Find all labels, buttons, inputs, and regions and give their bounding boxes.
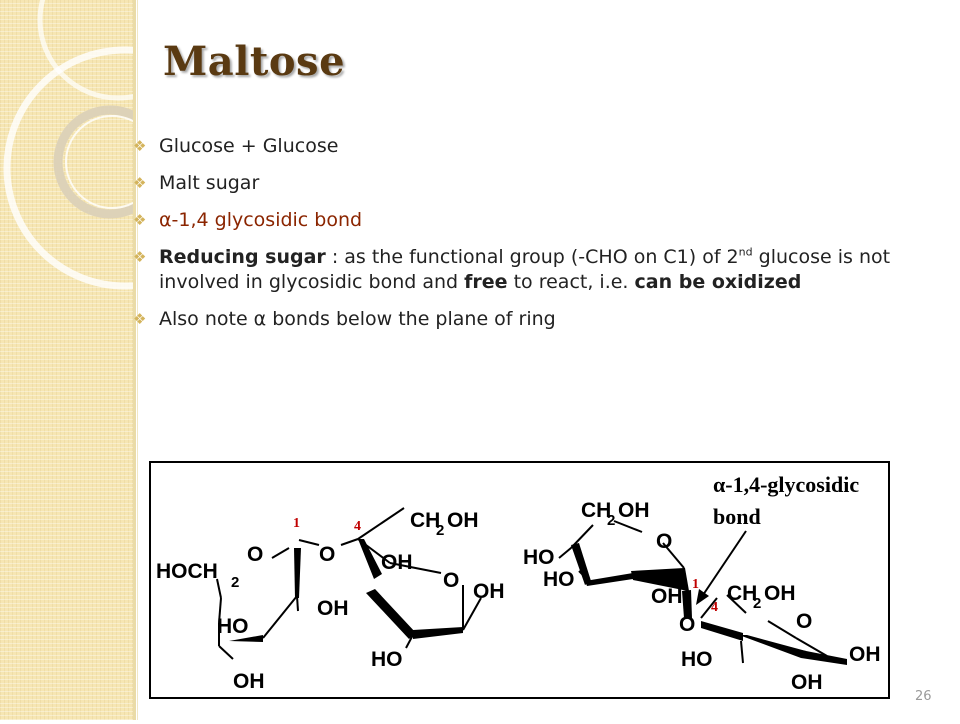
svg-text:OH: OH (618, 499, 650, 522)
svg-text:2: 2 (607, 512, 615, 529)
glycosidic-label-line2: bond (713, 504, 761, 529)
svg-text:2: 2 (231, 574, 239, 591)
bullet-item: ❖α-1,4 glycosidic bond (133, 209, 363, 231)
svg-text:OH: OH (764, 582, 796, 605)
right-carbon-4-label: 4 (711, 600, 718, 615)
maltose-structure-diagram: α-1,4-glycosidic bond (156, 472, 881, 694)
right-ho-label-c: HO (681, 648, 713, 671)
bullet-item-reducing-sugar: ❖Reducing sugar : as the functional grou… (133, 245, 891, 293)
pointer-arrowhead (696, 589, 709, 605)
sidebar-border-light (137, 0, 138, 720)
bullet-list: ❖Glucose + Glucose ❖Malt sugar ❖α-1,4 gl… (133, 134, 933, 344)
left-ring-oxygen-2: O (443, 569, 459, 592)
left-oh-label-a: OH (233, 670, 265, 693)
left-carbon-1-label: 1 (293, 516, 300, 531)
right-oh-label-b: OH (791, 671, 823, 694)
right-bridge-oxygen: O (679, 613, 695, 636)
left-ring-wedges (229, 539, 463, 642)
diamond-bullet-icon: ❖ (133, 137, 147, 155)
right-ring-wedges (571, 543, 847, 665)
page-number: 26 (915, 689, 932, 704)
sidebar-border (133, 0, 136, 720)
left-ch2oh-label: CH (410, 509, 440, 532)
right-oh-label-a: OH (651, 585, 683, 608)
diamond-bullet-icon: ❖ (133, 174, 147, 192)
left-oh-label-d: OH (473, 580, 505, 603)
slide-title: Maltose (163, 38, 346, 85)
right-ho-label-a: HO (523, 546, 555, 569)
right-ring-oxygen-2: O (796, 610, 812, 633)
left-ho-label-a: HO (217, 615, 249, 638)
decorative-sidebar (0, 0, 247, 720)
bullet-item: ❖Also note α bonds below the plane of ri… (133, 308, 556, 330)
left-carbon-4-label: 4 (354, 519, 361, 534)
right-ring-oxygen-1: O (656, 530, 672, 553)
left-bridge-oxygen: O (319, 543, 335, 566)
left-ring-oxygen-1: O (247, 543, 263, 566)
left-ring-bonds (216, 507, 482, 660)
bullet-item: ❖Glucose + Glucose (133, 135, 339, 157)
right-carbon-1-label: 1 (692, 577, 699, 592)
pointer-arrow-line (702, 530, 747, 596)
svg-text:OH: OH (447, 509, 479, 532)
left-oh-label-b: OH (317, 597, 349, 620)
left-ho-label-b: HO (371, 648, 403, 671)
right-ho-label-b: HO (543, 568, 575, 591)
right-ring-bonds (558, 520, 828, 664)
right-oh-label-c: OH (849, 643, 881, 666)
decorative-circles (3, 0, 247, 290)
diamond-bullet-icon: ❖ (133, 211, 147, 229)
svg-text:2: 2 (436, 522, 444, 539)
glycosidic-label-line1: α-1,4-glycosidic (713, 472, 859, 497)
left-hoch2-label: HOCH (156, 560, 218, 583)
maltose-structure-figure: α-1,4-glycosidic bond (149, 461, 890, 699)
left-oh-label-c: OH (381, 551, 413, 574)
diamond-bullet-icon: ❖ (133, 310, 147, 328)
svg-text:2: 2 (753, 595, 761, 612)
bullet-item: ❖Malt sugar (133, 172, 260, 194)
diamond-bullet-icon: ❖ (133, 248, 147, 266)
right-ch2oh-label: CH (581, 499, 611, 522)
right-ch2oh-label-2: CH (727, 582, 757, 605)
